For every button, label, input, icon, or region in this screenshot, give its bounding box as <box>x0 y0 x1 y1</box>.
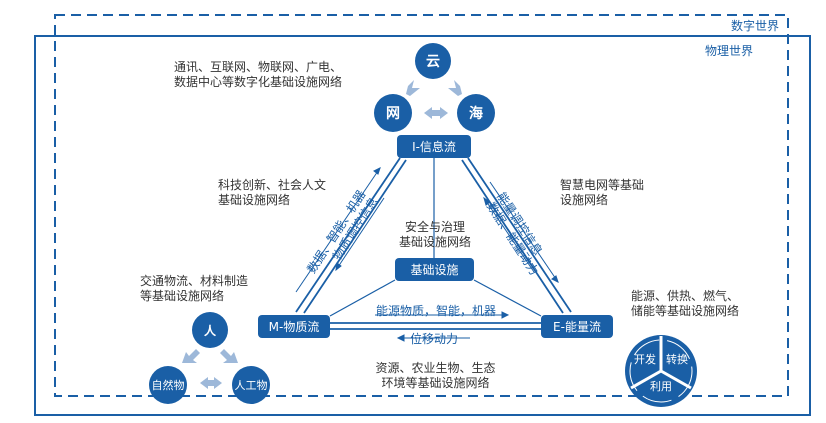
info-flow-node: I-信息流 <box>397 135 471 158</box>
resource-infra-label-line2: 环境等基础设施网络 <box>381 376 490 390</box>
tech-infra-label-line1: 科技创新、社会人文 <box>218 178 327 192</box>
wheel-label-convert: 转换 <box>666 353 688 366</box>
arrow-left-outer <box>295 167 381 293</box>
edge-info-energy-outer <box>467 157 572 313</box>
arrow-net-sea <box>424 107 448 119</box>
energy-infra-label-line2: 储能等基础设施网络 <box>631 304 740 318</box>
person-node: 人 <box>192 312 228 348</box>
flow-label-bottom-top: 能源物质，智能，机器 <box>376 304 497 318</box>
wheel-divider-left <box>630 369 662 390</box>
base-connectors <box>329 158 542 317</box>
connector-base-energy <box>473 279 542 317</box>
arrow-cloud-sea <box>448 80 462 96</box>
energy-infra-label-line1: 能源、供热、燃气、 <box>631 289 740 303</box>
arrow-left-inner <box>335 197 385 271</box>
digital-infra-caption-line1: 通讯、互联网、物联网、广电、 <box>174 60 343 74</box>
resource-infra-label-line1: 资源、农业生物、生态 <box>375 361 496 375</box>
material-flow-node: M-物质流 <box>258 315 330 338</box>
arrow-person-nature <box>182 349 200 363</box>
arrowhead-bottom-top <box>501 311 510 319</box>
wheel-label-develop: 开发 <box>634 353 656 366</box>
tech-infra-label-line2: 基础设施网络 <box>218 193 291 207</box>
arrowhead-bottom-bottom <box>396 334 405 342</box>
energy-flow-node: E-能量流 <box>541 315 613 338</box>
digital-world-label: 数字世界 <box>731 19 780 33</box>
edge-info-material-outer <box>295 157 401 313</box>
safety-infra-label-line2: 基础设施网络 <box>398 235 471 249</box>
sea-node: 海 <box>457 94 495 132</box>
wheel-label-use: 利用 <box>650 380 672 393</box>
wheel-divider-right <box>660 369 692 390</box>
grid-infra-label-line1: 智慧电网等基础 <box>560 178 645 192</box>
arrow-nature-artificial <box>200 377 222 389</box>
flow-arrows <box>295 167 559 342</box>
arrowhead-left-outer <box>373 167 381 175</box>
connector-base-material <box>329 279 396 317</box>
physical-world-frame <box>34 35 811 416</box>
arrowhead-right-outer <box>551 275 559 283</box>
transport-infra-label-line2: 等基础设施网络 <box>140 289 225 303</box>
people-arrows <box>182 349 238 389</box>
wheel-ring <box>629 339 693 403</box>
edge-info-energy-inner <box>461 159 564 314</box>
transport-infra-label-line1: 交通物流、材料制造 <box>140 274 249 288</box>
artificial-node: 人工物 <box>232 366 270 404</box>
grid-infra-label-line2: 设施网络 <box>560 193 609 207</box>
cloud-node: 云 <box>415 43 451 79</box>
net-node: 网 <box>374 94 412 132</box>
arrowhead-left-inner <box>335 262 342 272</box>
cloud-arrows <box>406 80 462 119</box>
arrow-right-inner <box>483 197 535 273</box>
triangle-edges <box>295 157 572 330</box>
arrow-person-artificial <box>220 349 238 363</box>
digital-infra-caption-line2: 数据中心等数字化基础设施网络 <box>174 75 343 89</box>
physical-world-label: 物理世界 <box>705 44 754 58</box>
nature-node: 自然物 <box>149 366 187 404</box>
safety-infra-label-line1: 安全与治理 <box>404 220 465 234</box>
digital-world-frame <box>54 14 789 397</box>
base-infra-node: 基础设施 <box>395 258 474 281</box>
arrow-right-outer <box>489 181 559 283</box>
edge-info-material-inner <box>303 159 407 314</box>
flow-label-bottom-bottom: 位移动力 <box>410 332 459 346</box>
arrow-cloud-net <box>406 80 420 96</box>
energy-wheel <box>625 335 697 407</box>
arrowhead-right-inner <box>483 196 491 206</box>
